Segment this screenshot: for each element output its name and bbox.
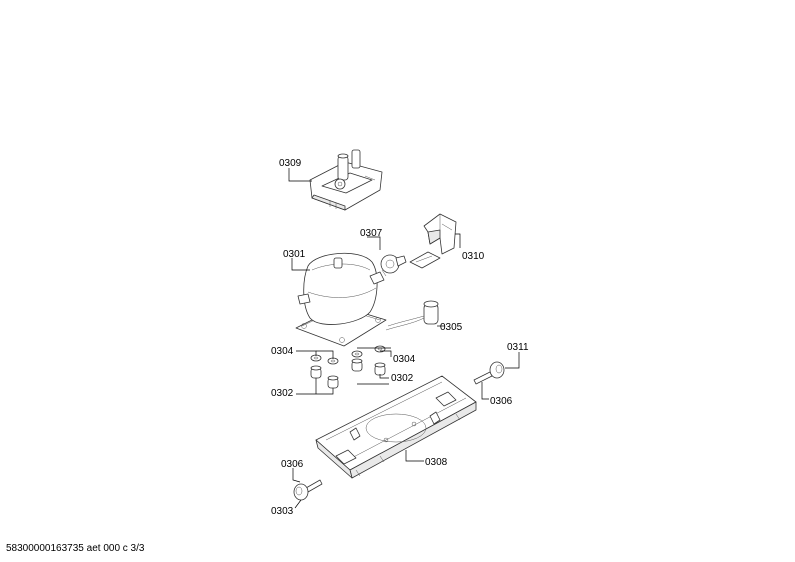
part-0301-compressor[interactable] bbox=[295, 252, 387, 347]
part-0303-bolt-bottom[interactable] bbox=[293, 479, 323, 501]
part-labels: 0309 0307 0310 0301 0305 0304 0304 0311 … bbox=[271, 158, 529, 517]
label-0305: 0305 bbox=[440, 322, 463, 333]
part-0307-overload-protector[interactable] bbox=[380, 251, 441, 277]
document-id-footer: 58300000163735 aet 000 c 3/3 bbox=[6, 543, 145, 554]
part-0310-cover[interactable] bbox=[423, 213, 457, 255]
part-0305-capacitor[interactable] bbox=[385, 300, 439, 331]
label-0301: 0301 bbox=[283, 249, 306, 260]
label-0307: 0307 bbox=[360, 228, 383, 239]
part-0302-bushings[interactable] bbox=[310, 358, 386, 389]
part-0304-grommets[interactable] bbox=[310, 345, 386, 365]
label-0309: 0309 bbox=[279, 158, 302, 169]
part-0309-relay-box[interactable] bbox=[309, 149, 383, 211]
label-0308: 0308 bbox=[425, 457, 448, 468]
label-0306-bottom: 0306 bbox=[281, 459, 304, 470]
label-0311: 0311 bbox=[507, 342, 529, 353]
label-0303: 0303 bbox=[271, 506, 294, 517]
label-0304-left: 0304 bbox=[271, 346, 294, 357]
label-0302-left: 0302 bbox=[271, 388, 294, 399]
label-0302-right: 0302 bbox=[391, 373, 414, 384]
part-0308-base-plate[interactable] bbox=[315, 375, 477, 479]
label-0310: 0310 bbox=[462, 251, 485, 262]
label-0306-right: 0306 bbox=[490, 396, 513, 407]
label-0304-right: 0304 bbox=[393, 354, 416, 365]
part-0311-bolt-right[interactable] bbox=[473, 361, 505, 385]
leader-lines bbox=[288, 168, 520, 509]
